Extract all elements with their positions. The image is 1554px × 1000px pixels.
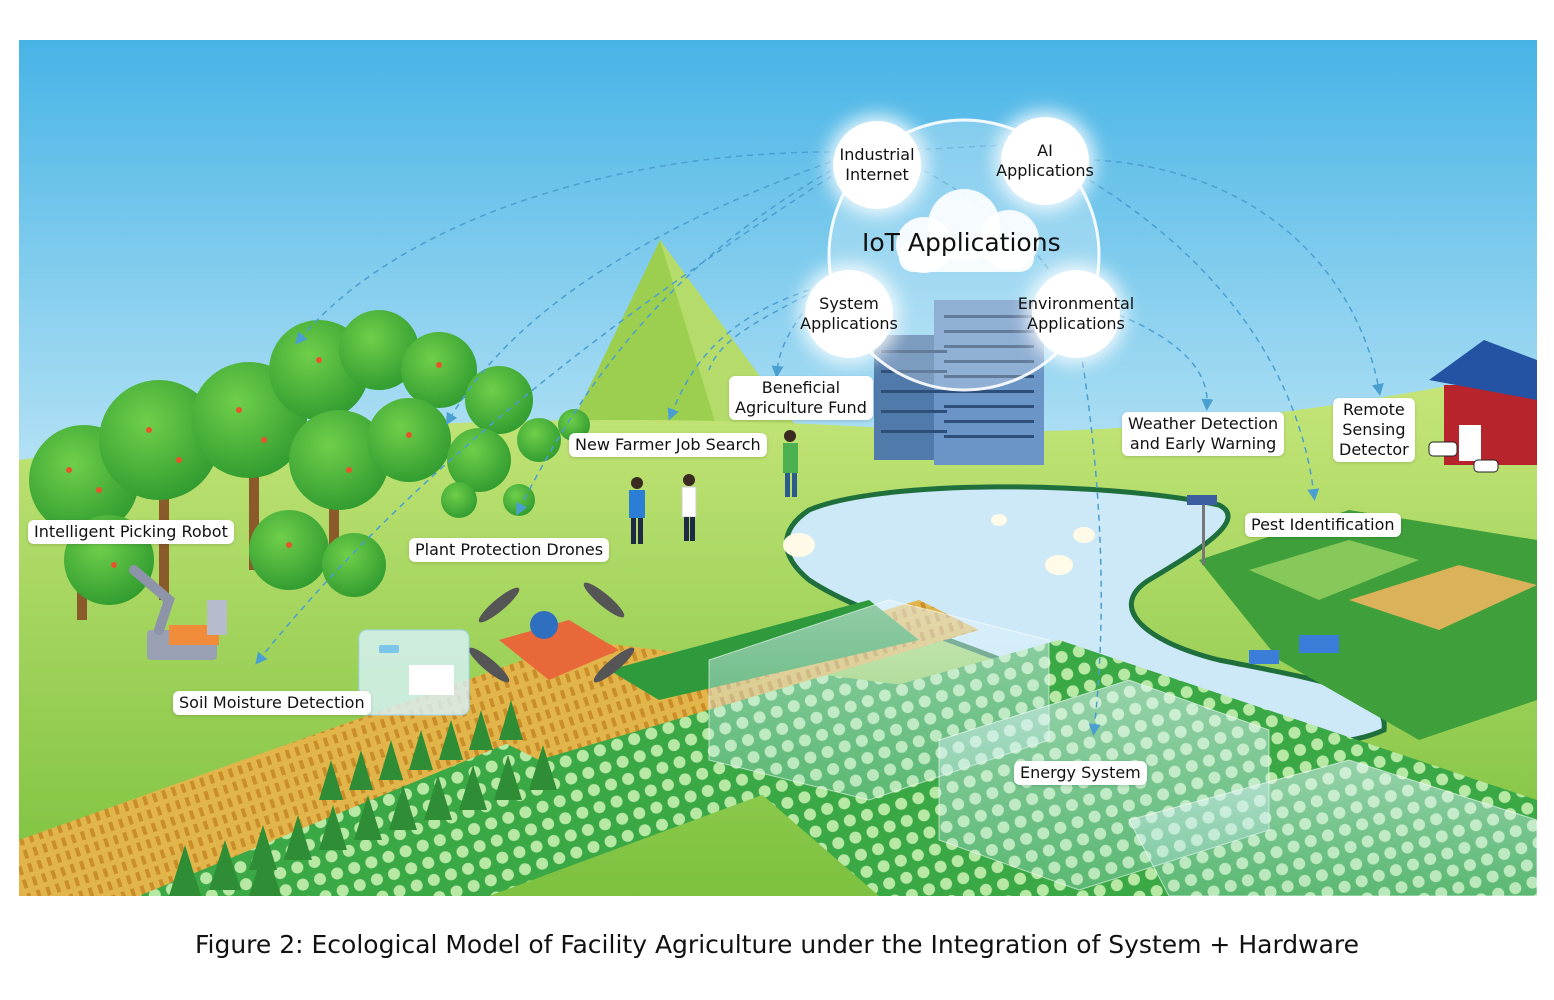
label-new-farmer-job-search: New Farmer Job Search (569, 433, 767, 457)
orchard-trees (29, 310, 590, 620)
bubble-environmental-applications: Environmental Applications (1018, 270, 1134, 358)
corn-field (19, 640, 739, 896)
scene-artwork (19, 40, 1537, 896)
people (629, 430, 798, 544)
label-soil-moisture-detection: Soil Moisture Detection (173, 691, 371, 715)
bubble-system-applications-label: System Applications (800, 294, 898, 333)
picking-robot (129, 565, 227, 660)
illustration-scene: IoT Applications Industrial Internet AI … (19, 40, 1537, 896)
bubble-industrial-internet-label: Industrial Internet (839, 145, 915, 184)
conifer-rows (169, 700, 557, 896)
label-intelligent-picking-robot: Intelligent Picking Robot (28, 520, 234, 544)
label-plant-protection-drones: Plant Protection Drones (409, 538, 610, 562)
bubble-ai-applications: AI Applications (996, 117, 1094, 205)
label-weather-detection: Weather Detection and Early Warning (1122, 412, 1285, 456)
connection-arrows (255, 144, 1384, 736)
label-energy-system: Energy System (1014, 761, 1147, 785)
bubble-industrial-internet: Industrial Internet (833, 121, 921, 209)
label-remote-sensing-detector: Remote Sensing Detector (1333, 398, 1415, 462)
weather-station (1187, 495, 1217, 565)
bubble-environmental-applications-label: Environmental Applications (1017, 294, 1135, 333)
label-beneficial-agriculture-fund: Beneficial Agriculture Fund (729, 376, 873, 420)
bubble-system-applications: System Applications (800, 270, 898, 358)
bubble-ai-applications-label: AI Applications (996, 141, 1094, 180)
soil-sensor-panel (358, 629, 470, 716)
iot-applications-title: IoT Applications (862, 228, 1061, 257)
office-buildings (874, 300, 1044, 465)
label-pest-identification: Pest Identification (1245, 513, 1401, 537)
barn (1429, 340, 1537, 465)
ducks (783, 514, 1095, 575)
figure-caption: Figure 2: Ecological Model of Facility A… (194, 930, 1360, 959)
greenhouse-3 (1128, 759, 1537, 896)
cloud-icon (896, 189, 1039, 273)
drone (468, 582, 635, 683)
cows (1428, 441, 1499, 473)
